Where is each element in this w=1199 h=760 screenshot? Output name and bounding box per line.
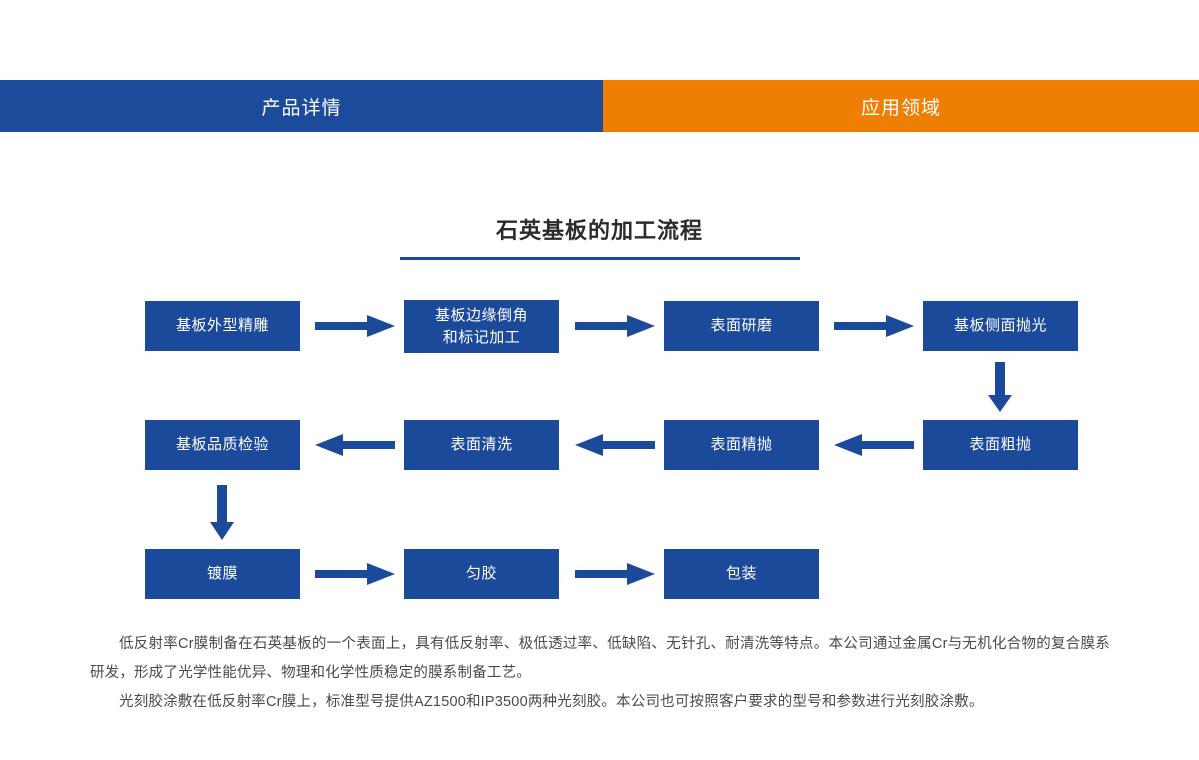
- description-paragraph-1: 低反射率Cr膜制备在石英基板的一个表面上，具有低反射率、极低透过率、低缺陷、无针…: [90, 636, 1110, 681]
- flow-node-coating: 镀膜: [145, 549, 300, 599]
- tab-product-details[interactable]: 产品详情: [0, 80, 603, 132]
- description-text-block: 低反射率Cr膜制备在石英基板的一个表面上，具有低反射率、极低透过率、低缺陷、无针…: [90, 630, 1110, 717]
- flow-node-quality-inspection: 基板品质检验: [145, 420, 300, 470]
- arrow-down-icon: [987, 362, 1013, 412]
- arrow-right-icon: [575, 561, 655, 587]
- flow-node-fine-polishing: 表面精抛: [664, 420, 819, 470]
- arrow-down-icon: [209, 485, 235, 540]
- flow-node-resist-coating: 匀胶: [404, 549, 559, 599]
- tab-application-areas[interactable]: 应用领域: [603, 80, 1199, 132]
- arrow-right-icon: [315, 313, 395, 339]
- arrow-left-icon: [834, 432, 914, 458]
- flow-node-line-1: 基板边缘倒角: [434, 306, 528, 324]
- flow-node-surface-cleaning: 表面清洗: [404, 420, 559, 470]
- flow-node-edge-chamfer-marking: 基板边缘倒角 和标记加工: [404, 300, 559, 353]
- flow-node-line-2: 和标记加工: [442, 328, 521, 346]
- title-underline-rule: [400, 257, 800, 260]
- flow-node-side-polishing: 基板侧面抛光: [923, 301, 1078, 351]
- flow-node-rough-polishing: 表面粗抛: [923, 420, 1078, 470]
- arrow-right-icon: [315, 561, 395, 587]
- flow-node-surface-grinding: 表面研磨: [664, 301, 819, 351]
- arrow-left-icon: [315, 432, 395, 458]
- flow-node-packaging: 包装: [664, 549, 819, 599]
- page-title: 石英基板的加工流程: [495, 218, 703, 243]
- arrow-left-icon: [575, 432, 655, 458]
- section-title-container: 石英基板的加工流程: [0, 216, 1199, 246]
- arrow-right-icon: [834, 313, 914, 339]
- arrow-right-icon: [575, 313, 655, 339]
- description-paragraph-2: 光刻胶涂敷在低反射率Cr膜上，标准型号提供AZ1500和IP3500两种光刻胶。…: [119, 694, 984, 710]
- tab-bar: 产品详情 应用领域: [0, 80, 1199, 132]
- flow-node-substrate-shaping: 基板外型精雕: [145, 301, 300, 351]
